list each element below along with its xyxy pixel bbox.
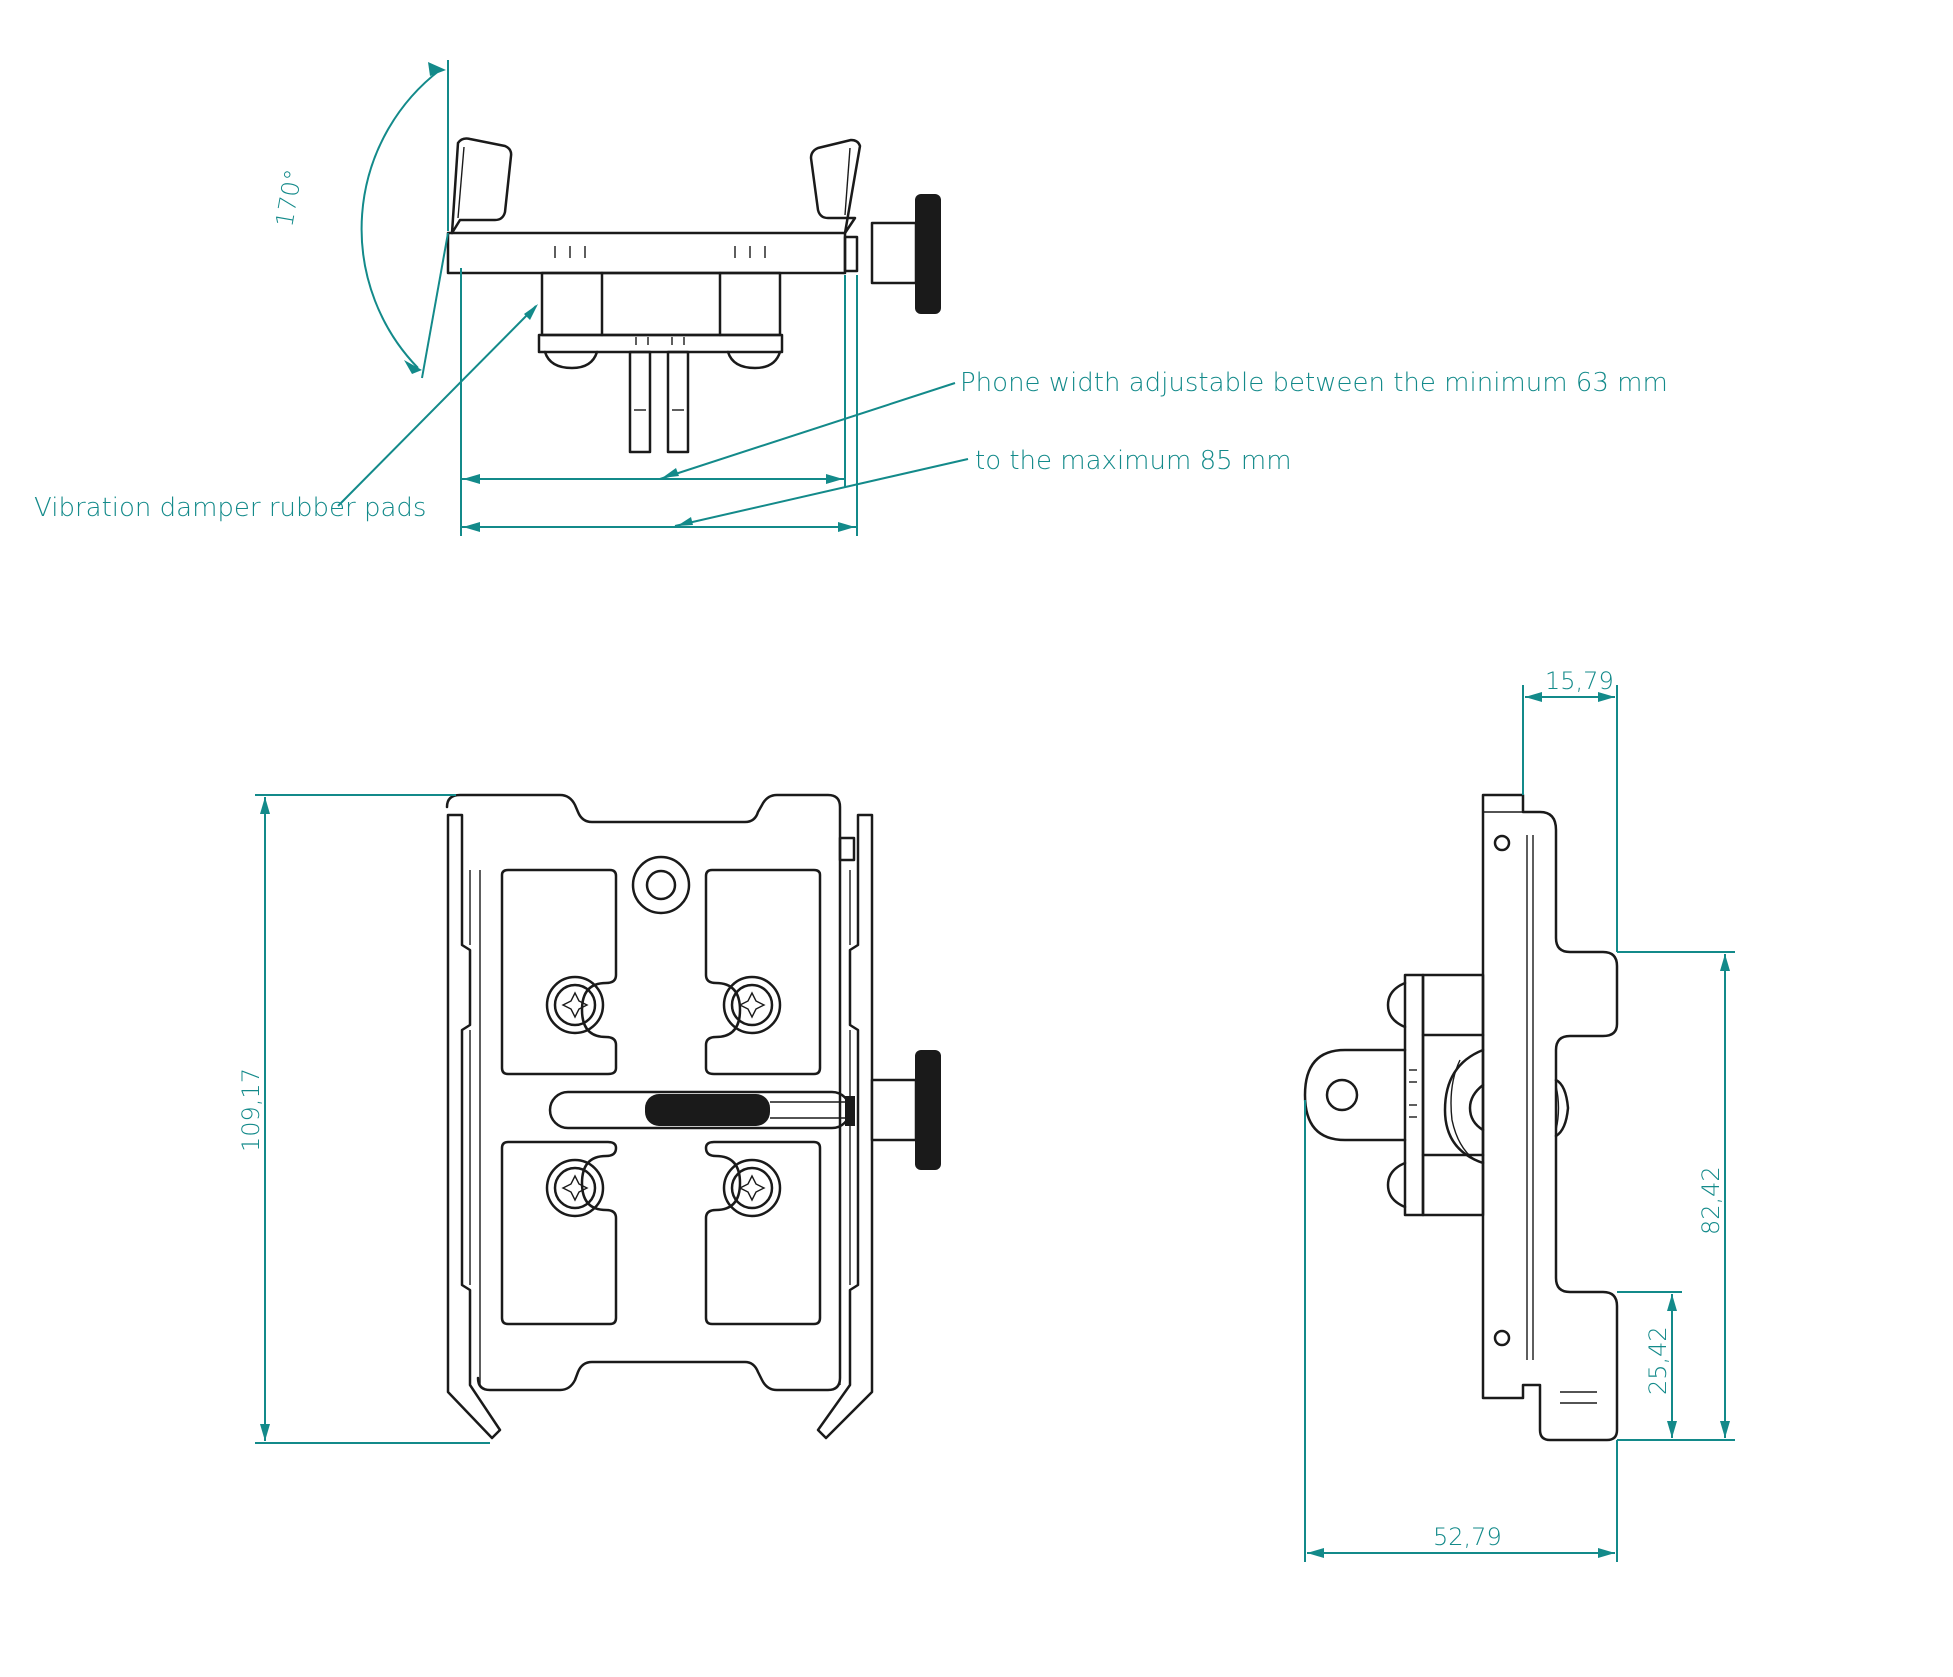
top-offset-label: 15,79 bbox=[1545, 667, 1614, 695]
body-height-label: 82,42 bbox=[1697, 1166, 1725, 1235]
front-knurled-knob[interactable] bbox=[915, 1050, 941, 1170]
screw-thread bbox=[845, 1096, 855, 1126]
rail-ticks bbox=[554, 246, 766, 258]
front-screw-collar bbox=[870, 1078, 918, 1142]
side-back-plate bbox=[1481, 793, 1619, 1442]
side-dimensions: 15,79 82,42 25,42 52,79 bbox=[1304, 667, 1735, 1562]
torx-screw-1 bbox=[545, 975, 605, 1035]
lower-height-label: 25,42 bbox=[1644, 1326, 1672, 1395]
pocket-bottom-right bbox=[704, 1140, 822, 1326]
pocket-top-left bbox=[500, 868, 618, 1076]
torx-screw-3 bbox=[545, 1158, 605, 1218]
rivet-top bbox=[1493, 834, 1511, 852]
mount-prong-1 bbox=[628, 350, 652, 454]
mount-prong-2 bbox=[666, 350, 690, 454]
pocket-bottom-left bbox=[500, 1140, 618, 1326]
depth-label: 52,79 bbox=[1433, 1523, 1502, 1551]
damper-note: Vibration damper rubber pads bbox=[34, 493, 426, 523]
mount-hole bbox=[645, 869, 677, 901]
left-jaw bbox=[450, 137, 513, 235]
side-knob-profile bbox=[1443, 1048, 1485, 1165]
torx-screw-2 bbox=[722, 975, 782, 1035]
rubber-pad-left bbox=[543, 350, 599, 370]
width-max-note: to the maximum 85 mm bbox=[975, 446, 1292, 476]
height-dimension: 109,17 bbox=[237, 794, 490, 1444]
rivet-bottom bbox=[1493, 1329, 1511, 1347]
right-side-clamp bbox=[816, 813, 874, 1440]
damper-leader: Vibration damper rubber pads bbox=[34, 304, 538, 523]
front-view: 109,17 bbox=[237, 793, 941, 1444]
height-label: 109,17 bbox=[237, 1068, 265, 1152]
side-view: 15,79 82,42 25,42 52,79 bbox=[1303, 667, 1735, 1562]
side-pad-bottom bbox=[1386, 1161, 1407, 1209]
clamp-rail bbox=[446, 231, 847, 275]
torx-screw-4 bbox=[722, 1158, 782, 1218]
right-jaw bbox=[809, 138, 862, 235]
mount-tab bbox=[1303, 1048, 1407, 1142]
rubber-pad-right bbox=[726, 350, 782, 370]
mount-plate bbox=[537, 333, 784, 354]
top-view: 170° Phone width adjustable between the … bbox=[34, 60, 1668, 536]
left-side-clamp bbox=[446, 813, 502, 1440]
width-dimensions: Phone width adjustable between the minim… bbox=[460, 268, 1668, 536]
screw-stub bbox=[843, 235, 859, 273]
side-knob-back bbox=[1554, 1078, 1570, 1138]
knurled-knob[interactable] bbox=[915, 194, 941, 314]
mount-block bbox=[540, 271, 782, 337]
tension-spring bbox=[645, 1094, 770, 1126]
mount-tab-hole bbox=[1325, 1078, 1359, 1112]
side-pad-top bbox=[1386, 981, 1407, 1029]
angle-label: 170° bbox=[270, 167, 308, 229]
side-mount-plate bbox=[1403, 973, 1425, 1217]
mount-hole-ring bbox=[631, 855, 691, 915]
angle-dimension: 170° bbox=[270, 60, 449, 379]
width-min-note: Phone width adjustable between the minim… bbox=[960, 368, 1668, 398]
pocket-top-right bbox=[704, 868, 822, 1076]
screw-collar bbox=[870, 221, 918, 285]
